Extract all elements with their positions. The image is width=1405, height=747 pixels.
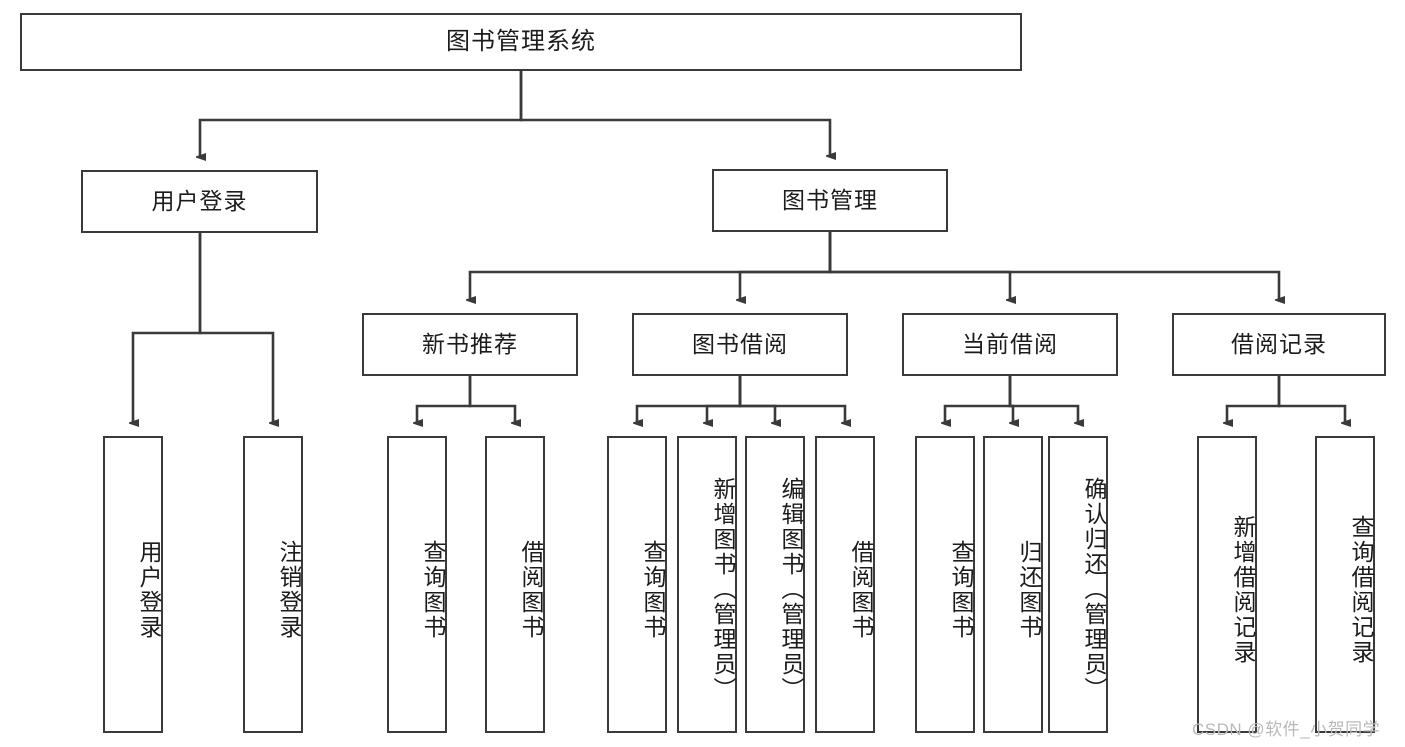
node-label: 编辑图书（管理员）: [778, 477, 804, 702]
node-label: 借阅图书: [518, 539, 544, 640]
node-l_bw_query[interactable]: 查询图书: [607, 436, 667, 733]
edge-newbook-to-l_nb_borrow: [468, 376, 515, 423]
edge-borrow-to-l_bw_add: [707, 376, 742, 423]
node-l_bw_lend[interactable]: 借阅图书: [815, 436, 875, 733]
edge-bookmgmt-to-newbook: [470, 232, 832, 300]
node-current[interactable]: 当前借阅: [902, 313, 1118, 376]
node-root[interactable]: 图书管理系统: [20, 13, 1022, 71]
node-l_logout[interactable]: 注销登录: [243, 436, 303, 733]
node-l_rc_query[interactable]: 查询借阅记录: [1315, 436, 1375, 733]
node-l_cb_query[interactable]: 查询图书: [915, 436, 975, 733]
node-label: 注销登录: [276, 539, 302, 640]
edge-bookmgmt-to-current: [828, 232, 1010, 300]
node-l_nb_borrow[interactable]: 借阅图书: [485, 436, 545, 733]
edge-records-to-l_rc_query: [1277, 376, 1345, 423]
edge-records-to-l_rc_add: [1227, 376, 1281, 423]
edge-root-to-login: [200, 71, 523, 157]
node-l_bw_edit[interactable]: 编辑图书（管理员）: [745, 436, 805, 733]
node-label: 当前借阅: [962, 330, 1058, 357]
node-label: 图书管理: [782, 186, 878, 213]
node-newbook[interactable]: 新书推荐: [362, 313, 578, 376]
node-records[interactable]: 借阅记录: [1172, 313, 1386, 376]
edge-borrow-to-l_bw_lend: [738, 376, 845, 423]
edge-borrow-to-l_bw_query: [637, 376, 742, 423]
edge-newbook-to-l_nb_query: [417, 376, 472, 423]
node-label: 查询图书: [420, 539, 446, 640]
node-bookmgmt[interactable]: 图书管理: [712, 169, 948, 232]
node-label: 查询图书: [640, 539, 666, 640]
node-l_login[interactable]: 用户登录: [103, 436, 163, 733]
node-label: 查询图书: [948, 539, 974, 640]
edge-current-to-l_cb_query: [945, 376, 1012, 423]
node-borrow[interactable]: 图书借阅: [632, 313, 848, 376]
node-login[interactable]: 用户登录: [81, 170, 318, 233]
node-l_cb_conf[interactable]: 确认归还（管理员）: [1048, 436, 1108, 733]
node-label: 借阅图书: [848, 539, 874, 640]
edge-current-to-l_cb_ret: [1008, 376, 1013, 423]
node-label: 用户登录: [136, 539, 162, 640]
node-l_cb_ret[interactable]: 归还图书: [983, 436, 1043, 733]
edge-root-to-bookmgmt: [519, 71, 830, 156]
edge-current-to-l_cb_conf: [1008, 376, 1078, 423]
node-label: 图书管理系统: [446, 27, 596, 55]
edge-bookmgmt-to-records: [828, 232, 1279, 300]
node-l_rc_add[interactable]: 新增借阅记录: [1197, 436, 1257, 733]
node-l_nb_query[interactable]: 查询图书: [387, 436, 447, 733]
edge-login-to-l_login: [133, 233, 202, 423]
node-label: 确认归还（管理员）: [1081, 477, 1107, 702]
node-label: 归还图书: [1016, 539, 1042, 640]
edge-bookmgmt-to-borrow: [740, 232, 832, 300]
edge-borrow-to-l_bw_edit: [738, 376, 775, 423]
node-label: 查询借阅记录: [1348, 514, 1374, 665]
node-label: 图书借阅: [692, 330, 788, 357]
node-label: 新增借阅记录: [1230, 514, 1256, 665]
csdn-watermark: CSDN @软件_小贺同学: [1192, 720, 1381, 739]
node-l_bw_add[interactable]: 新增图书（管理员）: [677, 436, 737, 733]
node-label: 新书推荐: [422, 330, 518, 357]
node-label: 新增图书（管理员）: [710, 477, 736, 702]
node-label: 借阅记录: [1231, 330, 1327, 357]
edge-login-to-l_logout: [198, 233, 273, 423]
node-label: 用户登录: [151, 187, 248, 214]
